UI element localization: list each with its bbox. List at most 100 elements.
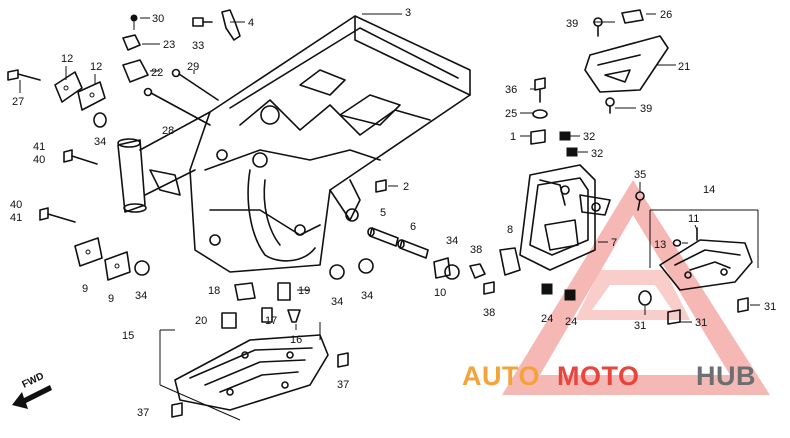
callout-38-lower: 38	[483, 307, 495, 319]
bracket-22	[122, 59, 149, 83]
callout-24-a: 24	[541, 313, 553, 325]
callout-39-bottom: 39	[640, 103, 652, 115]
callout-12-left: 12	[61, 53, 73, 65]
clip-4	[221, 9, 241, 41]
callout-2: 2	[403, 181, 409, 193]
bolt-38-lower	[483, 281, 495, 295]
callout-36: 36	[505, 84, 517, 96]
callout-30: 30	[152, 13, 164, 25]
callout-1: 1	[510, 131, 516, 143]
callout-labels: 30 4 3 33 23 39 26 12 12 27 22 29 21 36 …	[10, 7, 776, 419]
watermark-part2: MOTO	[557, 361, 640, 391]
bolt-38-upper	[469, 263, 486, 279]
callout-14: 14	[703, 184, 715, 196]
bolt-17	[261, 307, 273, 323]
callout-8: 8	[507, 224, 513, 236]
bolt-37-right	[337, 352, 349, 368]
nut-32-a	[559, 131, 571, 141]
callout-25: 25	[505, 108, 517, 120]
bolt-36	[534, 77, 546, 103]
plate-9-left	[74, 237, 103, 267]
bolt-31-right	[737, 297, 749, 313]
callout-11: 11	[688, 213, 699, 225]
collar-34-lower-right	[358, 258, 374, 274]
callout-32-b: 32	[591, 148, 603, 160]
collar-34-middle	[444, 264, 460, 280]
callout-15: 15	[122, 330, 134, 342]
callout-21: 21	[678, 61, 690, 73]
callout-41-upper: 41	[33, 141, 45, 153]
bolt-29	[171, 68, 219, 101]
callout-26: 26	[660, 9, 672, 21]
callout-34-middle: 34	[446, 235, 458, 247]
callout-5: 5	[380, 207, 386, 219]
watermark-logo	[502, 180, 770, 395]
plate-12-right	[77, 81, 106, 111]
bolt-30	[130, 14, 138, 30]
callout-33: 33	[192, 40, 204, 52]
callout-37-left: 37	[137, 407, 149, 419]
nut-13	[672, 239, 682, 247]
leader-lines	[19, 13, 760, 421]
collar-34-lower-center	[329, 264, 345, 280]
pipe-5	[367, 227, 399, 247]
callout-41-lower: 41	[10, 212, 22, 224]
bracket-8	[499, 247, 521, 276]
pipe-6	[397, 239, 429, 259]
fwd-label: FWD	[20, 371, 45, 391]
nut-1	[530, 129, 546, 145]
mount-2	[375, 179, 387, 193]
callout-34-lower-center: 34	[331, 296, 343, 308]
nut-32-b	[566, 147, 578, 157]
cap-18	[234, 282, 256, 301]
callout-10: 10	[434, 287, 446, 299]
callout-12-right: 12	[90, 61, 102, 73]
collar-31-left	[638, 290, 652, 306]
callout-4: 4	[248, 17, 254, 29]
washer-25	[532, 109, 548, 119]
collar-34a	[93, 112, 107, 128]
watermark-text: AUTO MOTO HUB	[462, 361, 756, 391]
callout-34-lower-right: 34	[361, 290, 373, 302]
callout-34-upper: 34	[94, 136, 106, 148]
callout-29: 29	[187, 61, 199, 73]
bolt-39-top	[593, 17, 603, 37]
callout-17: 17	[265, 315, 277, 327]
nut-24-b	[564, 289, 576, 301]
callout-6: 6	[410, 221, 416, 233]
main-frame	[117, 15, 471, 273]
callout-23: 23	[163, 39, 175, 51]
callout-16: 16	[290, 334, 302, 346]
plate-12-left	[54, 71, 83, 103]
bolt-40-41-lower	[39, 207, 76, 223]
callout-28: 28	[162, 125, 174, 137]
callout-7: 7	[611, 237, 617, 249]
bracket-23	[122, 34, 141, 51]
callout-40-upper: 40	[33, 154, 45, 166]
callout-9-left: 9	[82, 283, 88, 295]
callout-19: 19	[298, 285, 310, 297]
bolt-39-bottom	[605, 97, 615, 114]
fwd-arrow	[12, 385, 52, 409]
collar-34-lower-left	[134, 260, 150, 276]
callout-35: 35	[634, 169, 646, 181]
skid-plate-14	[659, 239, 753, 291]
skid-plate-15	[174, 334, 329, 411]
callout-37-right: 37	[337, 379, 349, 391]
callout-40-lower: 40	[10, 199, 22, 211]
callout-9-right: 9	[108, 293, 114, 305]
bolt-27	[7, 69, 41, 81]
callout-31-left: 31	[634, 320, 646, 332]
callout-38-upper: 38	[470, 244, 482, 256]
clip-16	[287, 309, 301, 323]
nut-24-a	[541, 283, 553, 295]
callout-39-top: 39	[566, 18, 578, 30]
bolt-41-40-upper	[63, 149, 98, 165]
bracket-21	[584, 35, 669, 93]
callout-22: 22	[151, 67, 163, 79]
callout-3: 3	[405, 7, 411, 19]
bolt-37-left	[171, 402, 183, 418]
engine-hanger-7	[519, 164, 611, 271]
callout-34-lower-left: 34	[135, 290, 147, 302]
